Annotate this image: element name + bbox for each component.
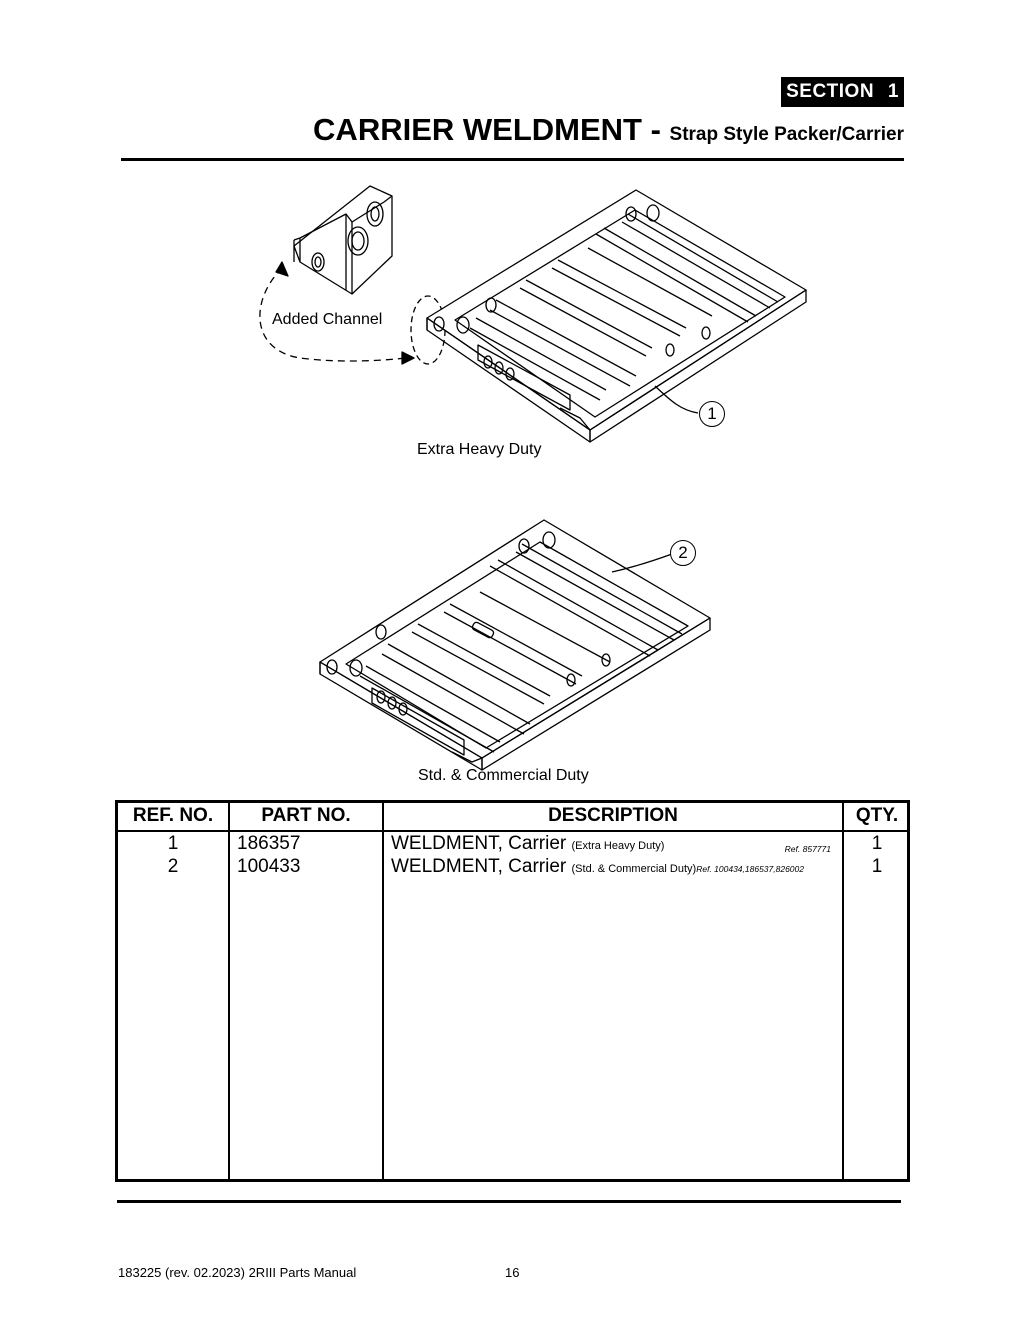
- table-row-1-description: WELDMENT, Carrier (Extra Heavy Duty): [391, 833, 664, 855]
- footer-page-number: 16: [505, 1265, 520, 1280]
- balloon-1: 1: [699, 401, 725, 427]
- header-part-no: PART NO.: [261, 805, 351, 826]
- added-channel-detail: [293, 185, 393, 295]
- table-row-1-ref: 1: [167, 833, 179, 854]
- header-description: DESCRIPTION: [548, 805, 678, 826]
- callout-arrow-up: [275, 261, 289, 277]
- col-divider: [228, 803, 230, 1179]
- table-row-1-part: 186357: [237, 833, 301, 854]
- leader-2: [611, 553, 673, 573]
- header-divider: [118, 830, 907, 832]
- added-channel-label: Added Channel: [272, 311, 383, 328]
- col-divider: [842, 803, 844, 1179]
- balloon-2: 2: [670, 540, 696, 566]
- carrier-extra-heavy-duty: [426, 189, 807, 443]
- row-2-desc-note: (Std. & Commercial Duty): [571, 863, 697, 875]
- parts-table: REF. NO. PART NO. DESCRIPTION QTY. 1 186…: [115, 800, 910, 1182]
- title-main: CARRIER WELDMENT -: [313, 112, 670, 147]
- row-1-desc-main: WELDMENT, Carrier: [391, 833, 572, 854]
- page-title: CARRIER WELDMENT - Strap Style Packer/Ca…: [313, 112, 904, 148]
- table-row-2-qty: 1: [871, 856, 883, 877]
- row-2-desc-main: WELDMENT, Carrier: [391, 856, 572, 877]
- table-row-1-ref-note: Ref. 857771: [784, 844, 831, 854]
- header-ref-no: REF. NO.: [132, 805, 214, 826]
- header-qty: QTY.: [855, 805, 899, 826]
- header-rule: [121, 158, 904, 161]
- carrier-std-commercial-duty: [319, 519, 711, 771]
- caption-std-commercial-duty: Std. & Commercial Duty: [418, 767, 589, 784]
- title-subtitle: Strap Style Packer/Carrier: [669, 124, 904, 145]
- footer-rule: [117, 1200, 901, 1203]
- table-row-1-qty: 1: [871, 833, 883, 854]
- caption-extra-heavy-duty: Extra Heavy Duty: [417, 441, 542, 458]
- row-2-desc-ref: Ref. 100434,186537,826002: [696, 864, 804, 874]
- carrier-illustrations: [259, 185, 807, 771]
- table-row-2-ref: 2: [167, 856, 179, 877]
- col-divider: [382, 803, 384, 1179]
- footer-doc-info: 183225 (rev. 02.2023) 2RIII Parts Manual: [118, 1265, 357, 1280]
- row-1-desc-note: (Extra Heavy Duty): [571, 840, 665, 852]
- callout-arrow-right: [401, 351, 415, 365]
- table-row-2-description: WELDMENT, Carrier (Std. & Commercial Dut…: [391, 856, 804, 878]
- section-badge: SECTION 1: [781, 77, 904, 107]
- table-row-2-part: 100433: [237, 856, 301, 877]
- leader-1: [654, 385, 699, 414]
